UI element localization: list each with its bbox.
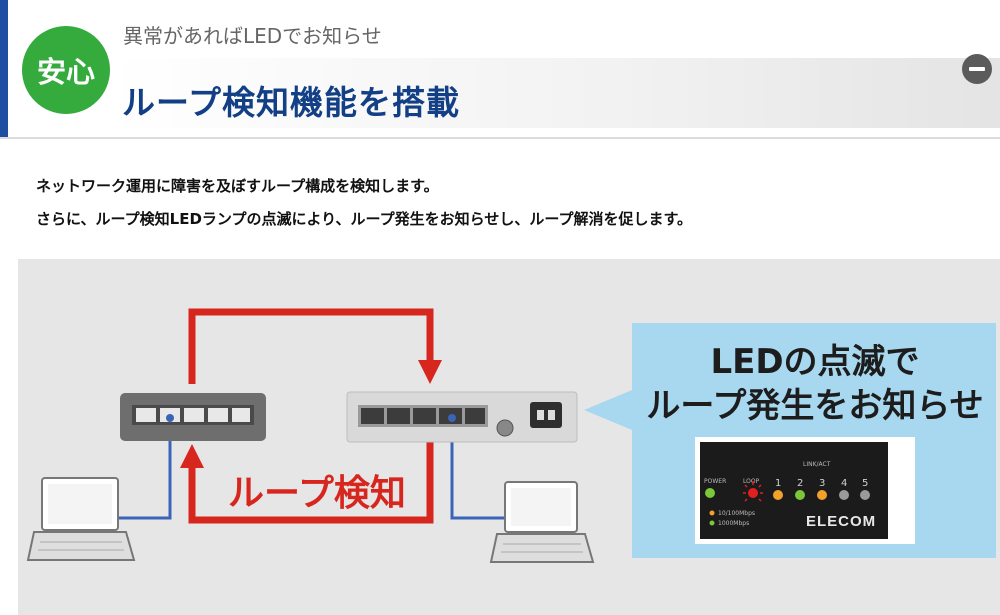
header-accent-stripe bbox=[0, 0, 8, 137]
lan-cables bbox=[118, 418, 505, 520]
header-title: ループ検知機能を搭載 bbox=[122, 83, 461, 122]
port-number-5: 5 bbox=[862, 478, 868, 489]
port-number-3: 3 bbox=[819, 478, 825, 489]
led-loop-blinking bbox=[743, 481, 763, 502]
port-number-1: 1 bbox=[775, 478, 781, 489]
switch-small bbox=[120, 393, 266, 441]
collapse-minus-button[interactable] bbox=[962, 54, 992, 84]
feature-header: 安心 異常があればLEDでお知らせ ループ検知機能を搭載 bbox=[0, 0, 1000, 139]
loop-arrow-head-up bbox=[180, 444, 204, 468]
port-number-4: 4 bbox=[841, 478, 847, 489]
header-subtitle: 異常があればLEDでお知らせ bbox=[123, 24, 382, 48]
led-port-3 bbox=[817, 490, 827, 500]
loop-arrow bbox=[188, 308, 434, 524]
port-number-2: 2 bbox=[797, 478, 803, 489]
loop-detect-label: ループ検知 bbox=[228, 473, 406, 514]
panel-linkact-label: LINK/ACT bbox=[803, 461, 831, 468]
panel-power-label: POWER bbox=[704, 478, 726, 485]
led-port-1 bbox=[773, 490, 783, 500]
led-port-4 bbox=[839, 490, 849, 500]
led-port-2 bbox=[795, 490, 805, 500]
brand-logo: ELECOM bbox=[806, 513, 876, 530]
header-title-band bbox=[110, 58, 1000, 128]
callout-line-1: LEDの点滅で bbox=[710, 342, 920, 382]
led-power bbox=[705, 488, 715, 498]
description-line-1: ネットワーク運用に障害を及ぼすループ構成を検知します。 bbox=[36, 177, 439, 195]
legend-1000: 1000Mbps bbox=[718, 520, 749, 527]
callout-text: LEDの点滅で ループ発生をお知らせ bbox=[640, 340, 990, 428]
loop-arrow-head-down bbox=[418, 360, 442, 384]
switch-large bbox=[346, 391, 578, 443]
led-panel: POWER LOOP LINK/ACT 1 2 3 4 5 10/100Mbps… bbox=[695, 437, 915, 544]
led-port-5 bbox=[860, 490, 870, 500]
laptop-right bbox=[489, 481, 595, 563]
laptop-left bbox=[26, 477, 136, 561]
callout-line-2: ループ発生をお知らせ bbox=[646, 386, 984, 426]
description-line-2: さらに、ループ検知LEDランプの点滅により、ループ発生をお知らせし、ループ解消を… bbox=[36, 210, 692, 228]
anshin-badge: 安心 bbox=[22, 26, 110, 114]
legend-10-100: 10/100Mbps bbox=[718, 510, 755, 517]
panel-loop-label: LOOP bbox=[743, 478, 760, 485]
